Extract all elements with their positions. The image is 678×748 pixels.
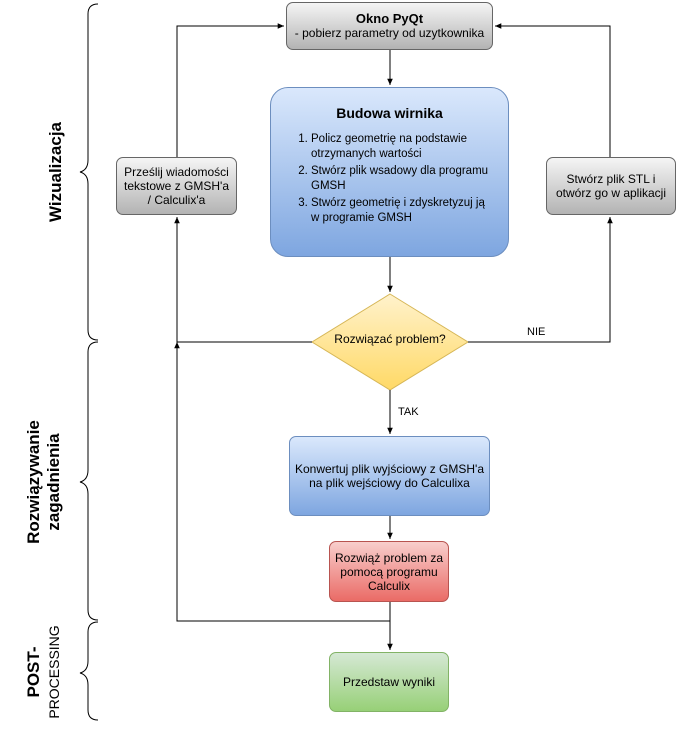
- brace-visualization: [79, 3, 99, 341]
- solve-problem-text: Rozwiąż problem za pomocą programu Calcu…: [334, 550, 444, 593]
- send-messages-text: Prześlij wiadomości tekstowe z GMSH'a / …: [124, 165, 229, 207]
- convert-file-node: Konwertuj plik wyjściowy z GMSH'a na pli…: [289, 436, 490, 516]
- edge-solve-send: [174, 342, 390, 622]
- build-step-2: Stwórz plik wsadowy dla programu GMSH: [311, 164, 494, 194]
- pyqt-window-node: Okno PyQt - pobierz parametry od uzytkow…: [286, 2, 493, 50]
- present-results-text: Przedstaw wyniki: [342, 675, 436, 689]
- build-step-1: Policz geometrię na podstawie otrzymanyc…: [311, 132, 494, 162]
- convert-file-text: Konwertuj plik wyjściowy z GMSH'a na pli…: [294, 462, 484, 490]
- brace-post: [79, 621, 99, 721]
- pyqt-title: Okno PyQt: [355, 11, 424, 26]
- section-solving: Rozwiązywanie zagadnienia: [24, 420, 63, 544]
- decision-label: Rozwiązać problem?: [334, 332, 446, 346]
- edge-send-pyqt: [176, 23, 284, 157]
- build-steps: Policz geometrię na podstawie otrzymanyc…: [271, 132, 508, 228]
- edge-label-no: NIE: [527, 326, 546, 338]
- edge-stl-pyqt: [495, 23, 611, 157]
- section-post-processing: POST- PROCESSING: [24, 625, 62, 719]
- section-visualization: Wizualizacja: [46, 122, 65, 222]
- present-results-node: Przedstaw wyniki: [329, 652, 449, 712]
- create-stl-text: Stwórz plik STL i otwórz go w aplikacji: [555, 172, 667, 200]
- build-step-3: Stwórz geometrię i zdyskretyzuj ją w pro…: [311, 196, 494, 226]
- build-title: Budowa wirnika: [336, 105, 443, 121]
- brace-solving: [79, 341, 99, 621]
- pyqt-subtitle: - pobierz parametry od uzytkownika: [294, 26, 485, 40]
- edge-decision-no-stl: [468, 217, 613, 343]
- edge-label-yes: TAK: [398, 406, 419, 418]
- build-rotor-node: Budowa wirnika Policz geometrię na podst…: [270, 87, 509, 257]
- solve-problem-node: Rozwiąż problem za pomocą programu Calcu…: [329, 541, 449, 602]
- send-messages-node: Prześlij wiadomości tekstowe z GMSH'a / …: [116, 157, 237, 215]
- create-stl-node: Stwórz plik STL i otwórz go w aplikacji: [546, 157, 676, 215]
